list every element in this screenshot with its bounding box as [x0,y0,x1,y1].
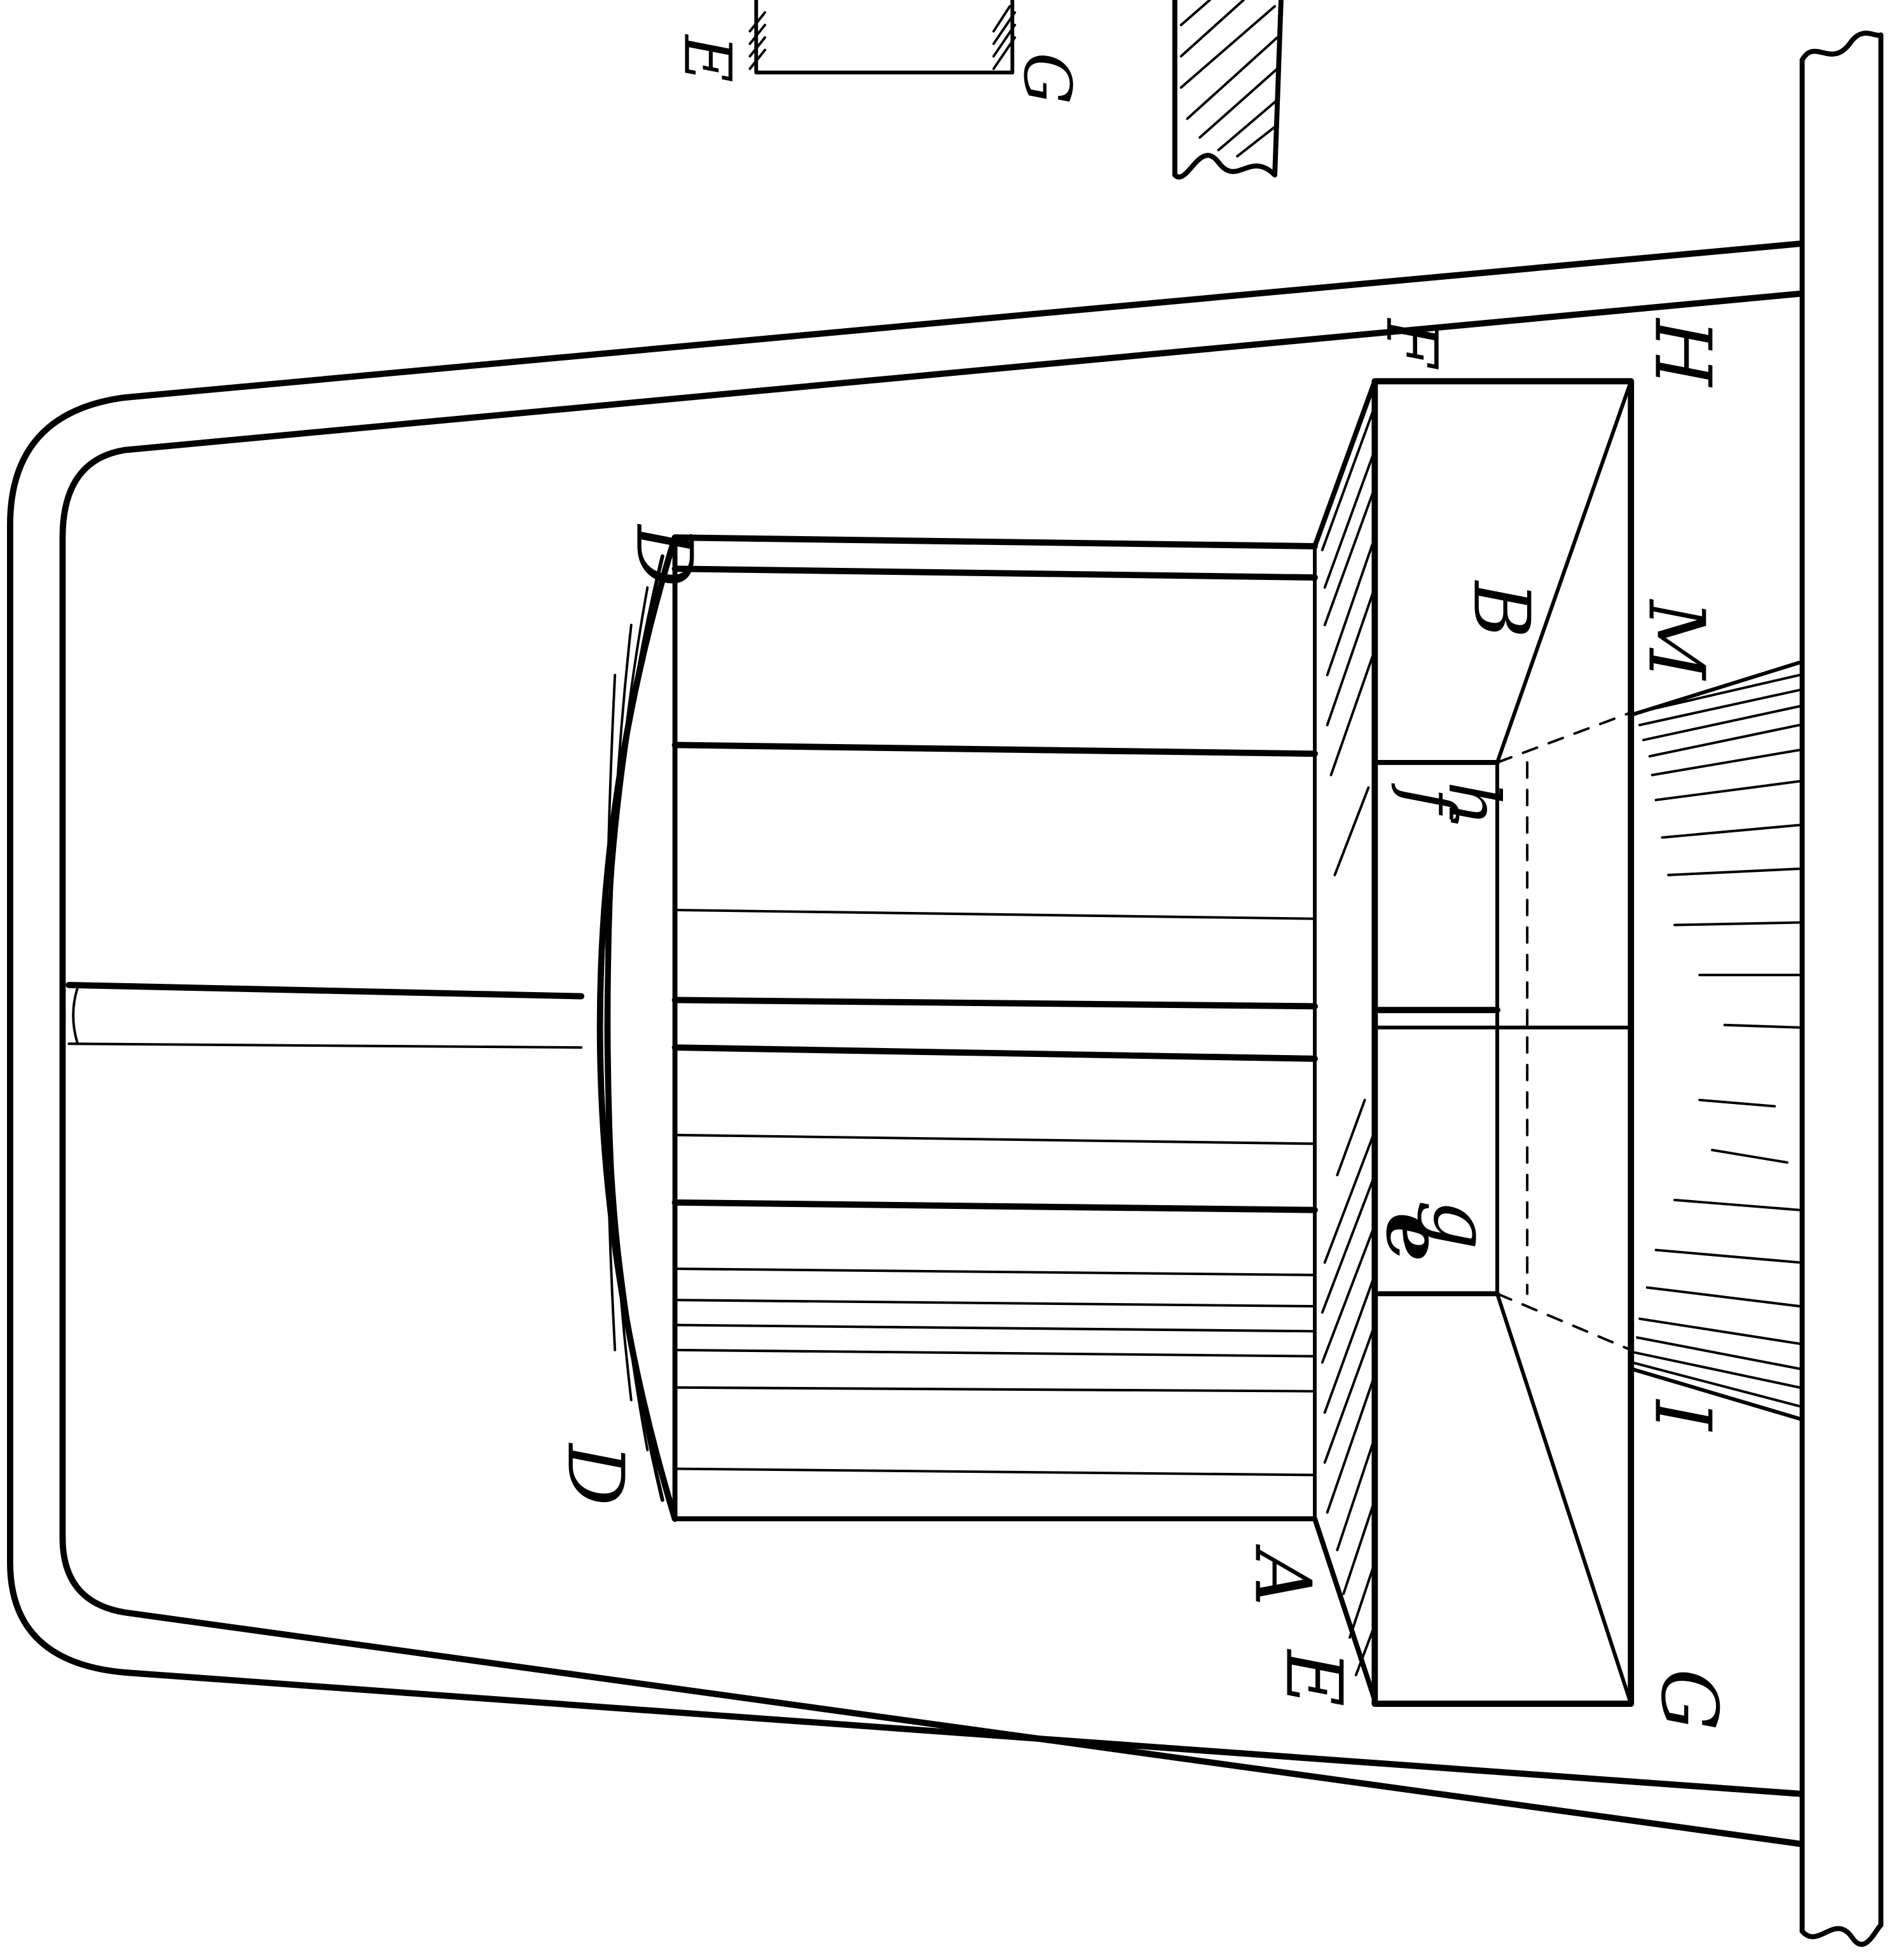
label-D-bottom: D [551,1442,641,1506]
label-I: I [1638,1398,1728,1432]
label-A: A [1238,1543,1328,1606]
mould-box [1371,378,1635,1707]
detail-hatched-block [1172,0,1284,179]
label-H: H [1638,317,1728,388]
outlet-spout [1629,660,1802,1421]
label-G-detail: G [1009,53,1085,105]
label-E-detail: E [669,34,745,83]
hatched-band-A [1312,378,1378,1703]
label-D-top: D [619,524,710,588]
label-F-main: F [1371,317,1452,369]
column-body [671,534,1318,1522]
label-E-main: E [1269,1649,1359,1707]
label-G-main: G [1644,1669,1734,1730]
label-M: M [1631,598,1722,681]
label-e: e [1369,1213,1460,1262]
platen-D [596,534,678,1522]
label-g: g [1417,1200,1507,1250]
label-B: B [1457,580,1547,638]
base-plate [1799,31,1884,1947]
press-frame [7,240,1803,1847]
detail-section-EG [748,0,1017,74]
label-h: h [1433,781,1514,826]
reference-labels: D D A B e g f h E F G H I M E G [551,34,1734,1730]
press-screw [65,981,585,1049]
